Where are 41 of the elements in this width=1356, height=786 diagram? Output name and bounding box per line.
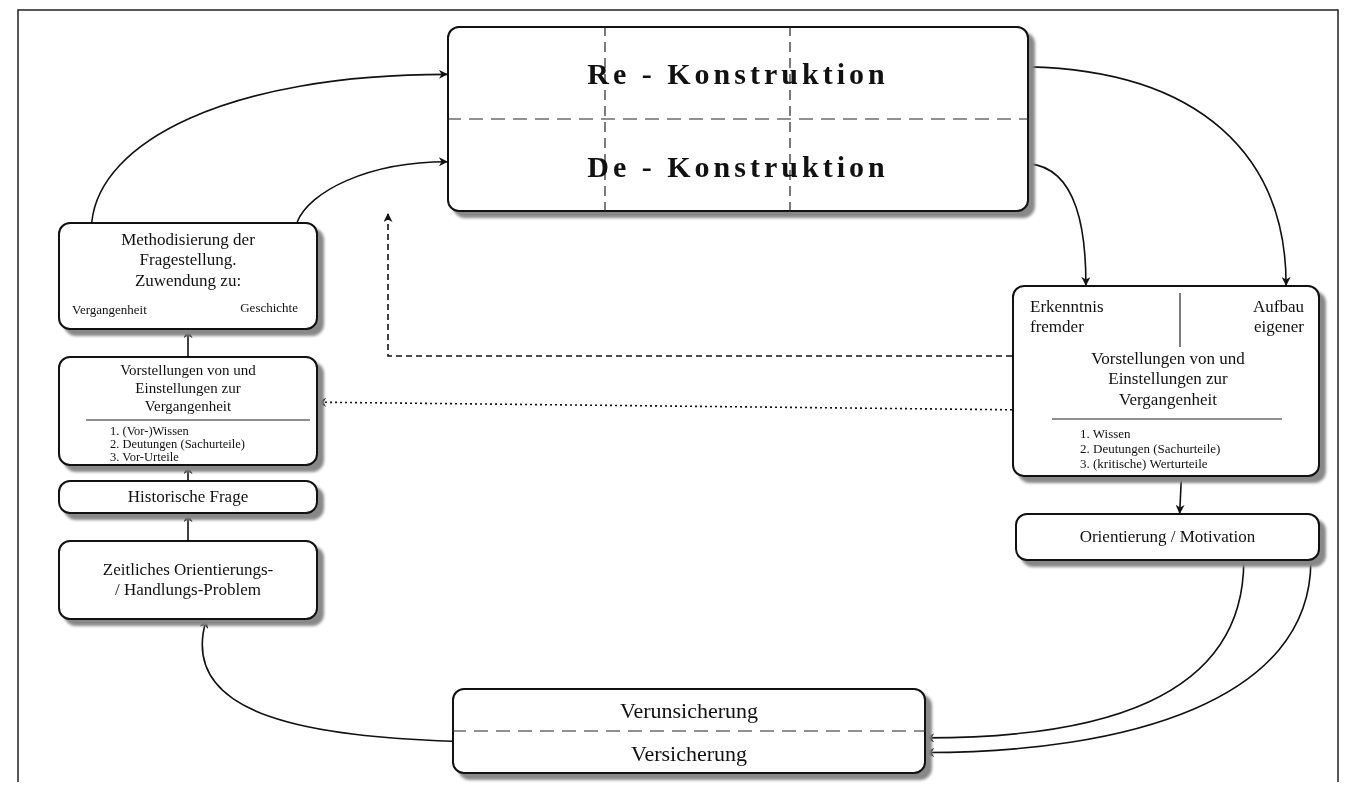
- arrow: [200, 619, 453, 743]
- node-text: 3. (kritische) Werturteile: [1080, 457, 1208, 471]
- arrow: [1028, 162, 1091, 286]
- dashed-arrow: [383, 213, 1013, 357]
- dashed-arrow: [317, 397, 1013, 411]
- node-text: 2. Deutungen (Sachurteile): [110, 438, 246, 451]
- node-text: Re - Konstruktion: [586, 55, 890, 92]
- process-box: [58, 540, 318, 620]
- node-text: 3. Vor-Urteile: [110, 451, 179, 464]
- node-text: Vergangenheit: [72, 302, 147, 318]
- node-text: Aufbau eigener: [1252, 297, 1304, 338]
- node-text: Zeitliches Orientierungs- / Handlungs-Problem: [101, 559, 275, 601]
- node-text: 1. (Vor-)Wissen: [110, 425, 189, 438]
- arrow: [183, 329, 193, 357]
- node-text: Vorstellungen von und Einstellungen zur Vergangenheit: [119, 361, 257, 415]
- process-box: [1015, 513, 1320, 561]
- arrow: [925, 560, 1245, 743]
- arrow: [183, 465, 193, 481]
- arrow: [1175, 476, 1185, 514]
- node-text: Methodisierung der Fragestellung. Zuwendung zu:: [120, 230, 256, 292]
- node-text: Vorstellungen von und Einstellungen zur Vergangenheit: [1090, 349, 1246, 411]
- node-text: Erkenntnis fremder: [1030, 297, 1105, 338]
- node-text: De - Konstruktion: [586, 148, 890, 185]
- process-box: [1012, 285, 1320, 477]
- arrow: [1028, 66, 1291, 286]
- arrow: [183, 513, 193, 541]
- node-text: 2. Deutungen (Sachurteile): [1080, 442, 1221, 456]
- process-box: [58, 222, 318, 330]
- process-box: [452, 688, 926, 774]
- arrow: [296, 157, 448, 223]
- node-text: Orientierung / Motivation: [1079, 526, 1256, 548]
- node-text: Verunsicherung: [618, 697, 760, 725]
- arrow: [925, 560, 1312, 757]
- node-text: 1. Wissen: [1080, 427, 1131, 441]
- process-box: [447, 26, 1029, 212]
- node-text: Historische Frage: [127, 486, 249, 508]
- process-box: [58, 480, 318, 514]
- arrow: [91, 70, 448, 223]
- node-text: Versicherung: [629, 740, 749, 768]
- process-box: [58, 356, 318, 466]
- node-text: Geschichte: [240, 300, 298, 316]
